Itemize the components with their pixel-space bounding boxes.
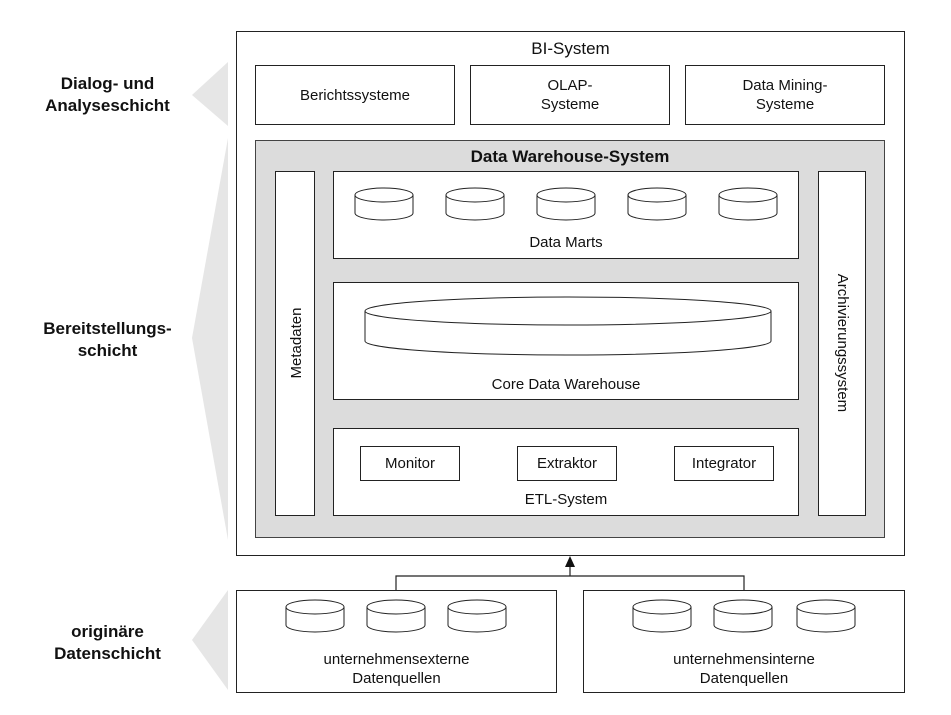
core-dwh-label: Core Data Warehouse xyxy=(491,375,641,393)
core-dwh-cylinder-icon xyxy=(364,296,772,356)
etl-system-label: ETL-System xyxy=(524,490,608,508)
wedge-originaer xyxy=(192,590,228,690)
source-extern-cylinder-icon xyxy=(285,599,345,633)
wedge-bereitstellung xyxy=(192,138,228,540)
layer-label-bereitstellung: Bereitstellungs- schicht xyxy=(43,319,172,360)
tool-berichtssysteme: Berichtssysteme xyxy=(255,65,455,125)
etl-integrator: Integrator xyxy=(674,446,774,481)
data-mart-cylinder-icon xyxy=(718,187,778,221)
layer-label-dialog: Dialog- und Analyseschicht xyxy=(45,74,170,115)
layer-label-originaer: originäre Datenschicht xyxy=(54,622,161,663)
source-intern-cylinder-icon xyxy=(713,599,773,633)
archivierung-box: Archivierungssystem xyxy=(818,171,866,516)
bi-system-title: BI-System xyxy=(531,39,610,58)
wedge-dialog xyxy=(192,62,228,126)
arrow-up-icon xyxy=(565,556,575,567)
etl-monitor: Monitor xyxy=(360,446,460,481)
source-connector xyxy=(395,556,745,590)
data-mart-cylinder-icon xyxy=(536,187,596,221)
source-intern-cylinder-icon xyxy=(632,599,692,633)
dwh-system-title: Data Warehouse-System xyxy=(470,147,670,166)
data-mart-cylinder-icon xyxy=(354,187,414,221)
tool-olap-systeme: OLAP- Systeme xyxy=(470,65,670,125)
data-mart-cylinder-icon xyxy=(627,187,687,221)
data-mart-cylinder-icon xyxy=(445,187,505,221)
source-extern-label: unternehmensexterne Datenquellen xyxy=(323,651,470,687)
source-extern-cylinder-icon xyxy=(366,599,426,633)
source-intern-label: unternehmensinterne Datenquellen xyxy=(673,651,815,687)
source-intern-cylinder-icon xyxy=(796,599,856,633)
metadaten-box: Metadaten xyxy=(275,171,315,516)
data-marts-label: Data Marts xyxy=(529,233,603,251)
tool-data-mining-systeme: Data Mining- Systeme xyxy=(685,65,885,125)
etl-extraktor: Extraktor xyxy=(517,446,617,481)
source-extern-cylinder-icon xyxy=(447,599,507,633)
